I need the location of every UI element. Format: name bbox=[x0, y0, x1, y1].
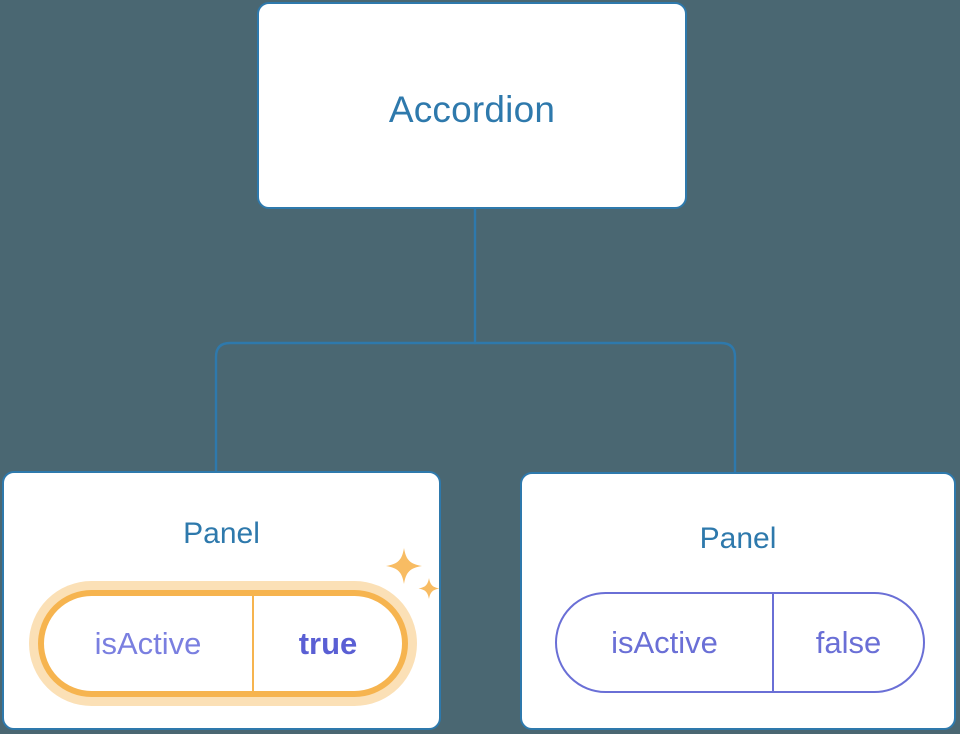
prop-pill-divider bbox=[772, 594, 774, 691]
prop-name-label: isActive bbox=[611, 624, 718, 660]
node-panel-active[interactable]: Panel isActive true bbox=[2, 471, 441, 730]
prop-name-label: isActive bbox=[94, 625, 202, 661]
prop-pill-active-wrapper: isActive true bbox=[29, 581, 417, 706]
node-panel-inactive[interactable]: Panel isActive false bbox=[520, 472, 956, 730]
node-accordion-label: Accordion bbox=[388, 89, 556, 130]
prop-pill-divider bbox=[252, 596, 254, 691]
node-panel-inactive-label: Panel bbox=[699, 522, 777, 555]
node-accordion[interactable]: Accordion bbox=[257, 2, 687, 209]
prop-pill-is-active[interactable]: isActive true bbox=[38, 590, 408, 697]
prop-value-label: false bbox=[815, 624, 882, 660]
node-panel-active-label: Panel bbox=[183, 517, 260, 550]
prop-value-label: true bbox=[298, 625, 358, 661]
prop-pill-is-active-inactive[interactable]: isActive false bbox=[555, 592, 925, 693]
